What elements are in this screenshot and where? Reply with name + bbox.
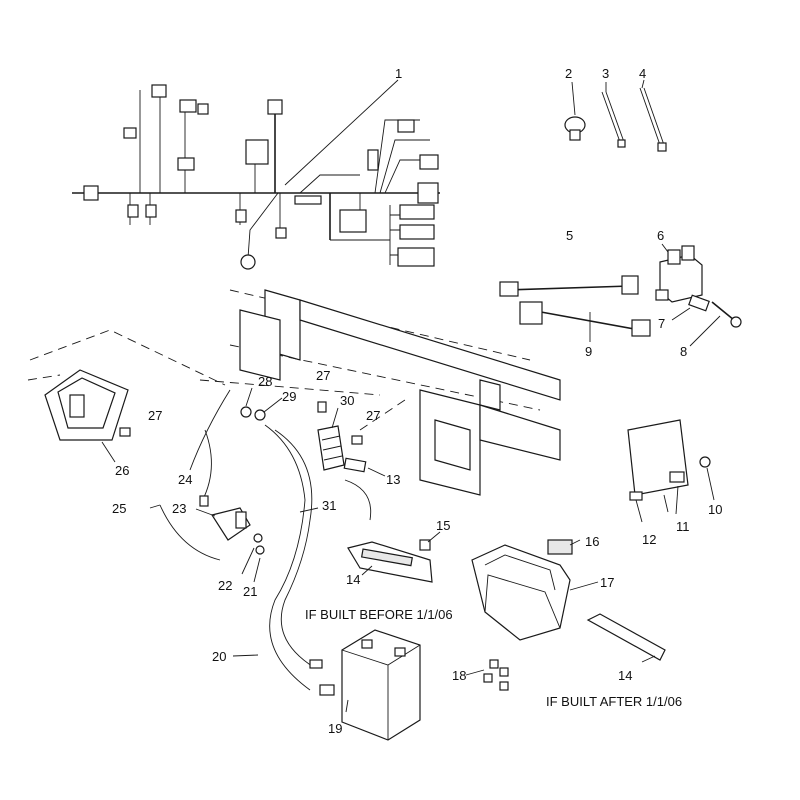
callout-10: 10 <box>708 502 722 517</box>
part-13-fuse <box>343 457 386 477</box>
part-27-screws <box>119 401 363 445</box>
leader-6 <box>661 243 669 253</box>
callout-25: 25 <box>112 501 126 516</box>
part-15-screw <box>419 531 441 551</box>
callout-14-after: 14 <box>618 668 632 683</box>
callout-1: 1 <box>395 66 402 81</box>
callout-31: 31 <box>322 498 336 513</box>
part-3-cable-tie <box>601 91 626 148</box>
callout-14-before: 14 <box>346 572 360 587</box>
cables <box>149 389 372 691</box>
part-9-cable <box>519 301 651 342</box>
callout-8: 8 <box>680 344 687 359</box>
part-30-fuse-block <box>317 407 345 471</box>
part-4-cable-tie <box>639 87 667 152</box>
part-14-bracket-before <box>347 541 433 583</box>
callout-27-left: 27 <box>148 408 162 423</box>
part-8-bolt <box>711 301 742 328</box>
part-19-battery <box>309 629 421 741</box>
callout-19: 19 <box>328 721 342 736</box>
callout-27-right: 27 <box>366 408 380 423</box>
part-18-screws <box>465 659 509 691</box>
part-23-relay <box>195 507 251 541</box>
callout-3: 3 <box>602 66 609 81</box>
callout-6: 6 <box>657 228 664 243</box>
part-5-cable <box>499 275 639 297</box>
part-12-bolt <box>629 491 643 523</box>
part-17-battery-tray <box>471 544 599 641</box>
callout-17: 17 <box>600 575 614 590</box>
callout-16: 16 <box>585 534 599 549</box>
callout-27-mid: 27 <box>316 368 330 383</box>
callout-12: 12 <box>642 532 656 547</box>
callout-labels: 1 2 3 4 5 6 7 8 9 10 11 12 13 14 15 16 1… <box>112 66 722 736</box>
callout-20: 20 <box>212 649 226 664</box>
part-21-22-hardware <box>241 533 265 583</box>
part-26-enclosure <box>44 369 129 463</box>
frame-outline <box>27 289 561 496</box>
callout-2: 2 <box>565 66 572 81</box>
callout-23: 23 <box>172 501 186 516</box>
callout-21: 21 <box>243 584 257 599</box>
callout-22: 22 <box>218 578 232 593</box>
callout-15: 15 <box>436 518 450 533</box>
part-24-screw <box>199 495 209 507</box>
wiring-harness <box>72 84 440 270</box>
part-11-module <box>627 419 689 513</box>
callout-29: 29 <box>282 389 296 404</box>
part-16-label <box>547 539 581 555</box>
leader-11 <box>675 485 679 515</box>
part-14-bracket-after <box>586 613 666 663</box>
callout-24: 24 <box>178 472 192 487</box>
callout-26: 26 <box>115 463 129 478</box>
leader-7 <box>671 307 691 321</box>
callout-7: 7 <box>658 316 665 331</box>
callout-13: 13 <box>386 472 400 487</box>
callout-28: 28 <box>258 374 272 389</box>
part-6-solenoid <box>655 245 703 303</box>
note-built-before: IF BUILT BEFORE 1/1/06 <box>305 607 453 622</box>
part-28-29-nuts <box>240 387 283 421</box>
part-2-grommet <box>564 81 586 141</box>
leader-4 <box>641 79 645 89</box>
callout-11: 11 <box>676 519 690 534</box>
part-10-nut <box>699 456 715 501</box>
note-built-after: IF BUILT AFTER 1/1/06 <box>546 694 682 709</box>
leader-8 <box>689 315 721 347</box>
callout-4: 4 <box>639 66 646 81</box>
callout-9: 9 <box>585 344 592 359</box>
part-7-spacer <box>688 294 710 312</box>
callout-30: 30 <box>340 393 354 408</box>
callout-18: 18 <box>452 668 466 683</box>
leader-1 <box>284 79 399 186</box>
callout-5: 5 <box>566 228 573 243</box>
